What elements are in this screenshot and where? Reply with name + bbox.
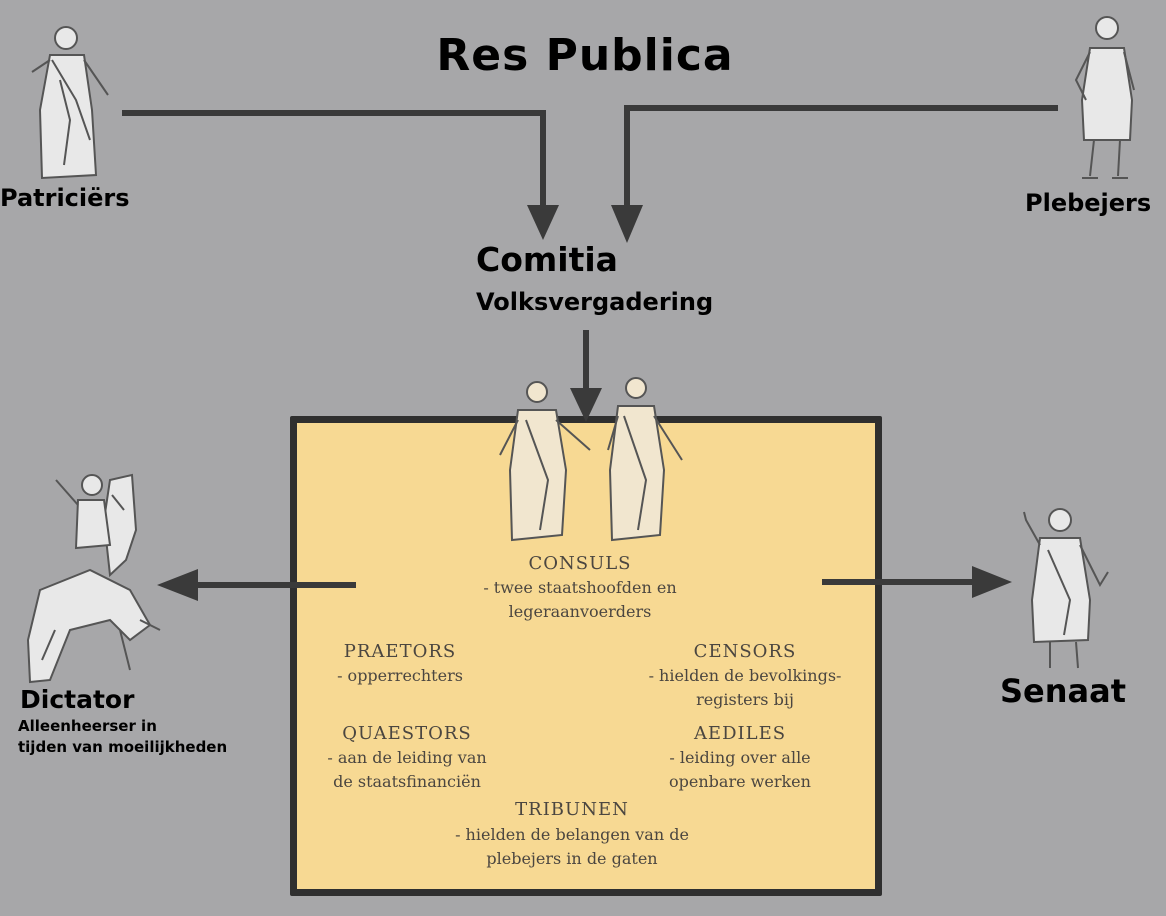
tribunes-desc-line1: - hielden de belangen van de <box>455 825 689 844</box>
praetors-desc-line1: - opperrechters <box>337 666 463 685</box>
arrowhead-comitia <box>570 388 602 422</box>
toga-figure-icon <box>31 26 109 180</box>
praetors-title: PRAETORS <box>343 641 457 662</box>
patricians-connector <box>122 110 546 208</box>
patricians-label: Patriciërs <box>0 184 130 212</box>
quaestors-desc-line1: - aan de leiding van <box>327 748 487 767</box>
dictator-description-line2: tijden van moeilijkheden <box>18 738 228 756</box>
arrowhead-patricians <box>527 205 559 240</box>
dictator-label: Dictator <box>20 685 135 714</box>
censors-desc-line2: registers bij <box>696 690 794 709</box>
aediles-desc-line1: - leiding over alle <box>669 748 811 767</box>
senator-icon <box>1023 508 1109 669</box>
tribunes-desc-line2: plebejers in de gaten <box>486 849 658 868</box>
two-consuls-icon <box>499 377 683 542</box>
censors-description: - hielden de bevolkings- registers bij <box>630 664 860 712</box>
consuls-title: CONSULS <box>528 553 632 574</box>
arrowhead-plebeians <box>611 205 643 243</box>
quaestors-description: - aan de leiding van de staatsfinanciën <box>302 746 512 794</box>
quaestors-title: QUAESTORS <box>342 723 472 744</box>
arrowhead-senate <box>972 566 1012 598</box>
aediles-desc-line2: openbare werken <box>669 772 811 791</box>
diagram-title: Res Publica <box>436 30 734 81</box>
consuls-description: - twee staatshoofden en legeraanvoerders <box>440 576 720 624</box>
horse-rider-icon <box>26 473 161 684</box>
praetors-description: - opperrechters <box>300 664 500 688</box>
censors-title: CENSORS <box>693 641 797 662</box>
consuls-desc-line2: legeraanvoerders <box>508 602 652 621</box>
plebeians-connector <box>624 105 1058 208</box>
consuls-desc-line1: - twee staatshoofden en <box>483 578 677 597</box>
arrowhead-dictator <box>157 569 198 601</box>
dictator-description-line1: Alleenheerser in <box>18 717 157 735</box>
tribunes-description: - hielden de belangen van de plebejers i… <box>420 823 724 871</box>
aediles-title: AEDILES <box>693 723 787 744</box>
aediles-description: - leiding over alle openbare werken <box>640 746 840 794</box>
quaestors-desc-line2: de staatsfinanciën <box>333 772 481 791</box>
dictator-description: Alleenheerser in tijden van moeilijkhede… <box>18 716 227 758</box>
senate-label: Senaat <box>1000 672 1127 710</box>
plebeians-label: Plebejers <box>1025 189 1152 217</box>
tunic-figure-icon <box>1074 16 1135 179</box>
tribunes-title: TRIBUNEN <box>515 799 629 820</box>
censors-desc-line1: - hielden de bevolkings- <box>648 666 842 685</box>
comitia-subtitle: Volksvergadering <box>476 288 714 316</box>
comitia-label: Comitia <box>476 240 618 279</box>
